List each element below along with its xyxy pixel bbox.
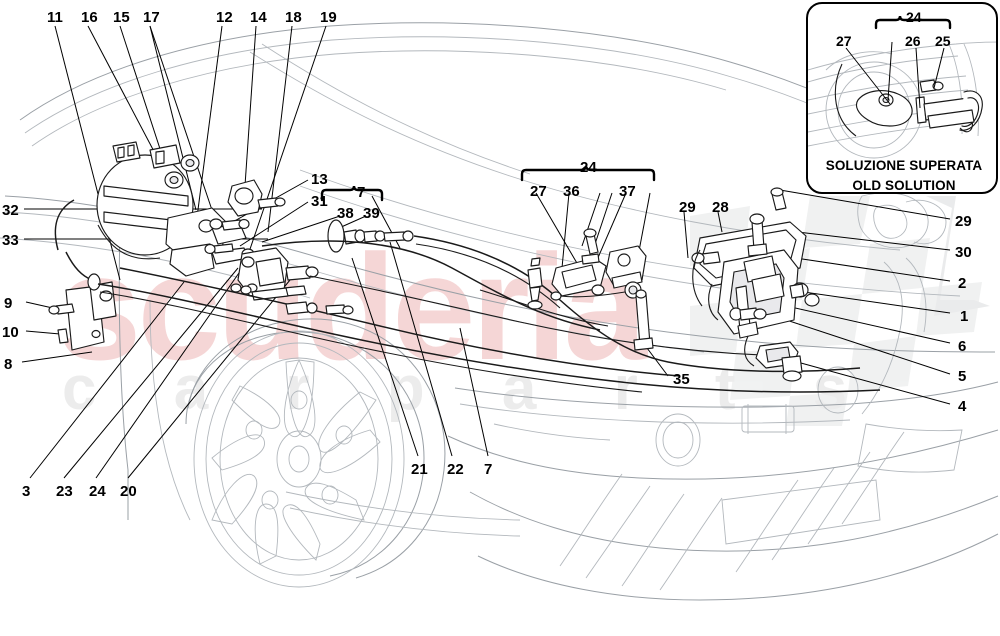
callout-30: 30 [955, 244, 972, 261]
bracket-24-label: 24 [580, 159, 597, 176]
callout-3: 3 [22, 483, 31, 500]
inset-bracket-24-label: 24 [906, 9, 922, 25]
callout-35: 35 [673, 371, 690, 388]
callout-27: 27 [530, 183, 547, 200]
old-solution-inset: 24 27 26 25 SOLUZIONE SUPERATA OLD SOLUT… [806, 2, 998, 194]
callout-36: 36 [563, 183, 580, 200]
callout-9: 9 [4, 295, 13, 312]
callout-29-mid: 29 [679, 199, 696, 216]
inset-callout-26: 26 [905, 33, 921, 49]
callout-5: 5 [958, 368, 967, 385]
callout-12: 12 [216, 9, 233, 26]
callout-2: 2 [958, 275, 967, 292]
callout-4: 4 [958, 398, 967, 415]
callout-37: 37 [619, 183, 636, 200]
inset-title-english: OLD SOLUTION [852, 178, 956, 193]
callout-16: 16 [81, 9, 98, 26]
callout-8: 8 [4, 356, 13, 373]
callout-22: 22 [447, 461, 464, 478]
callout-15: 15 [113, 9, 130, 26]
callout-18: 18 [285, 9, 302, 26]
callout-23: 23 [56, 483, 73, 500]
watermark-car-parts: c a r p a r t s [62, 354, 878, 423]
callout-7-bottom: 7 [484, 461, 493, 478]
callout-29-right: 29 [955, 213, 972, 230]
inset-callout-27: 27 [836, 33, 852, 49]
inset-callout-25: 25 [935, 33, 951, 49]
callout-20: 20 [120, 483, 137, 500]
callout-31: 31 [311, 193, 328, 210]
callout-39: 39 [363, 205, 380, 222]
callout-21: 21 [411, 461, 428, 478]
callout-13: 13 [311, 171, 328, 188]
bracket-7-label: 7 [357, 184, 366, 201]
callout-11: 11 [47, 9, 63, 26]
callout-24-bottom: 24 [89, 483, 106, 500]
callout-10: 10 [2, 324, 19, 341]
callout-19: 19 [320, 9, 337, 26]
callout-28: 28 [712, 199, 729, 216]
callout-38: 38 [337, 205, 354, 222]
callout-32: 32 [2, 202, 19, 219]
callout-6: 6 [958, 338, 967, 355]
callout-14: 14 [250, 9, 267, 26]
inset-lineart [808, 15, 996, 159]
callout-33: 33 [2, 232, 19, 249]
callout-17: 17 [143, 9, 160, 26]
inset-title-italian: SOLUZIONE SUPERATA [825, 158, 983, 173]
callout-1: 1 [960, 308, 969, 325]
